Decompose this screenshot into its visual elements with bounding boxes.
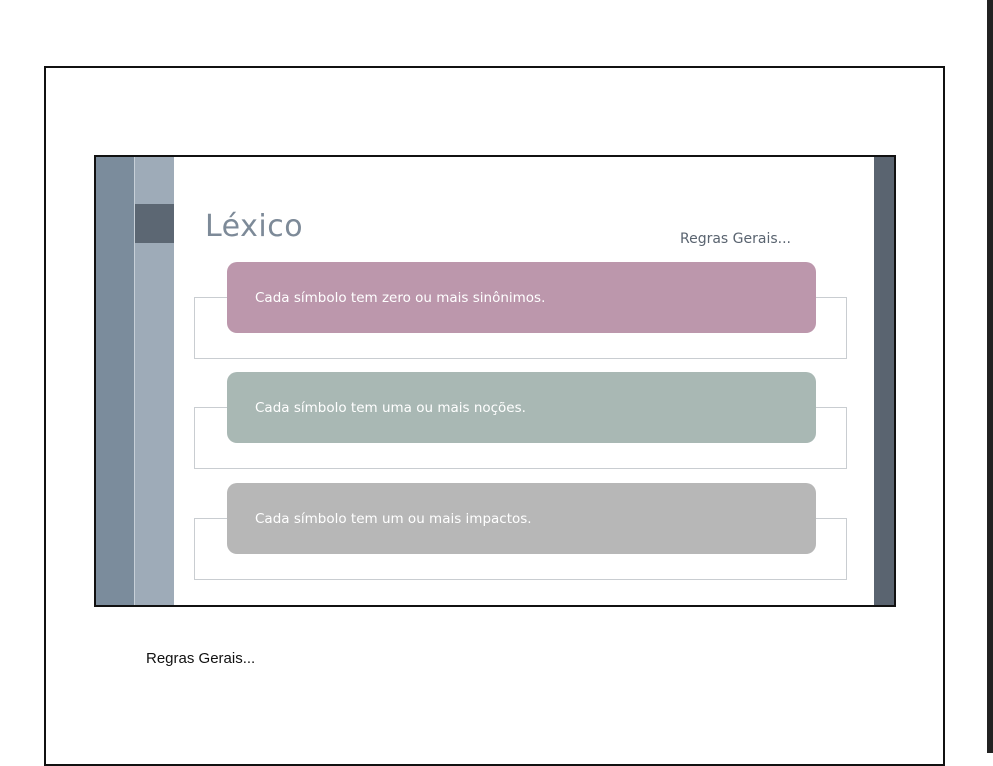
list-item-pill: Cada símbolo tem um ou mais impactos. (227, 483, 816, 554)
slide-right-band (874, 157, 894, 605)
list-item: Cada símbolo tem zero ou mais sinônimos. (96, 262, 894, 372)
slide-subtitle: Regras Gerais... (680, 231, 792, 247)
slide-thumbnail: Léxico Regras Gerais... Cada símbolo tem… (94, 155, 896, 607)
list-item-pill: Cada símbolo tem zero ou mais sinônimos. (227, 262, 816, 333)
slide-left-band-block (135, 204, 174, 243)
notes-caption: Regras Gerais... (146, 650, 256, 667)
slide-left-band-outer (96, 157, 134, 605)
list-item: Cada símbolo tem uma ou mais noções. (96, 372, 894, 482)
list-item-pill: Cada símbolo tem uma ou mais noções. (227, 372, 816, 443)
slide-title: Léxico (205, 209, 304, 244)
window-edge-bar (987, 0, 993, 753)
list-item: Cada símbolo tem um ou mais impactos. (96, 483, 894, 593)
